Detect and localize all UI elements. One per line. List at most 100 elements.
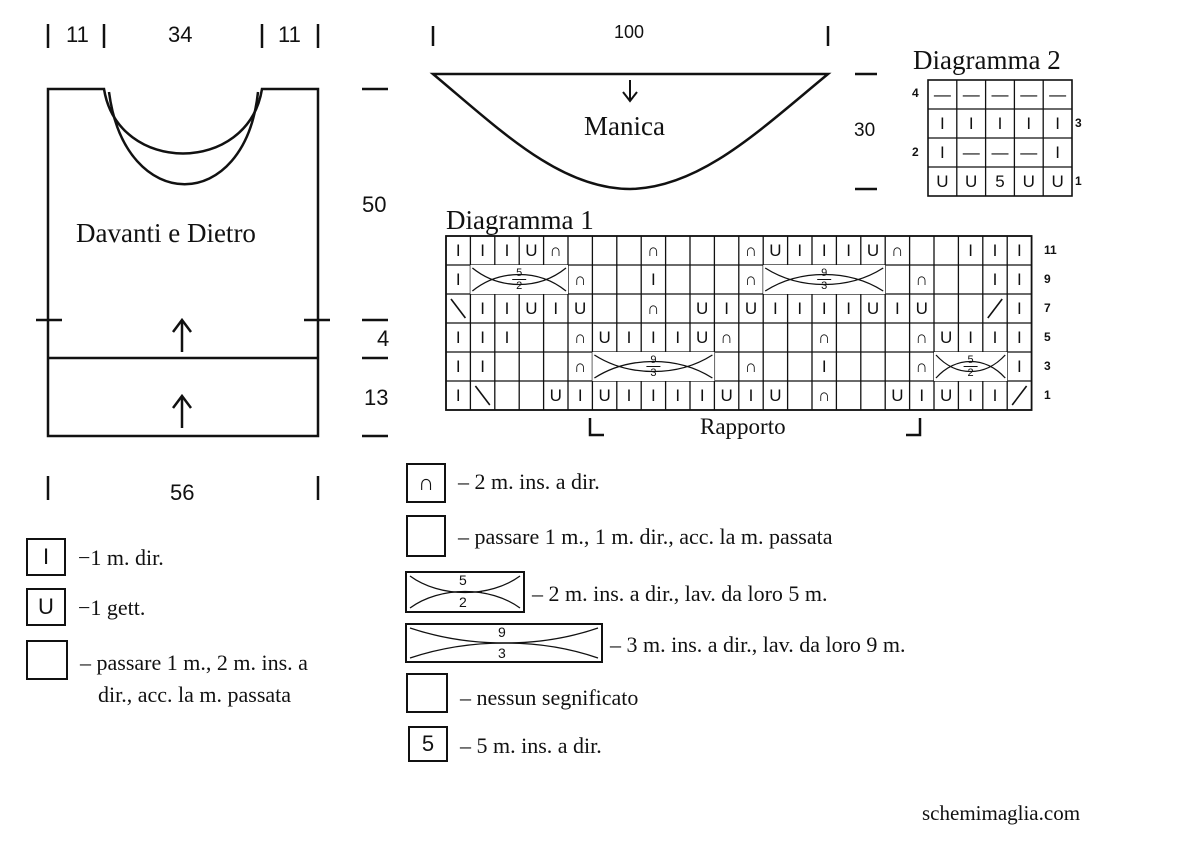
diagram1-stitch: U	[866, 298, 880, 318]
bottom-dim: 56	[170, 480, 195, 505]
diagram1-stitch: I	[651, 269, 656, 289]
diagram1-stitch: I	[651, 327, 656, 347]
diagram2-stitch: —	[1020, 84, 1038, 104]
diagram1-stitch: ∩	[647, 298, 660, 318]
diagram1-stitch: ∩	[720, 327, 733, 347]
diagram1-row-11: 11	[1044, 243, 1057, 257]
body-outline	[46, 87, 320, 438]
diagram1-stitch: I	[504, 240, 510, 260]
legend-knit-symbol: I	[26, 538, 66, 576]
diagram1-stitch: I	[1017, 269, 1022, 289]
cable-number-bottom: 3	[650, 367, 657, 379]
diagram2-stitch: —	[991, 84, 1009, 104]
sleeve-side-dim: 30	[854, 120, 876, 141]
diagram1-stitch: I	[455, 327, 461, 347]
diagram1-stitch: I	[504, 327, 510, 347]
diagram1-stitch: I	[846, 298, 851, 318]
side-dim-4: 4	[377, 326, 390, 351]
legend-skp-text: – passare 1 m., 1 m. dir., acc. la m. pa…	[458, 524, 833, 549]
diagram1-stitch: I	[626, 327, 632, 347]
top-dim-right: 11	[278, 22, 301, 47]
diagram2-stitch: 5	[995, 171, 1005, 191]
diagram1-stitch: I	[675, 385, 681, 405]
diagram1-stitch: ∩	[915, 269, 928, 289]
diagram1-stitch: U	[598, 385, 611, 405]
diagram2-stitch: I	[940, 142, 945, 162]
diagram1-title: Diagramma 1	[446, 205, 597, 235]
sleeve-outline	[429, 72, 832, 191]
legend-slash-text-2: dir., acc. la m. passata	[98, 682, 292, 707]
sleeve-label: Manica	[584, 111, 665, 141]
diagram2-row-2: 2	[912, 145, 919, 159]
diagram1-stitch: I	[919, 385, 925, 405]
legend-k2tog-text: – 2 m. ins. a dir.	[458, 469, 600, 494]
diagram1-stitch: U	[549, 385, 562, 405]
diagram1-stitch: ∩	[574, 269, 587, 289]
diagram2-stitch: —	[991, 142, 1009, 162]
diagram1-stitch: I	[748, 385, 754, 405]
top-dim-center: 34	[168, 22, 193, 47]
diagram1-stitch: U	[891, 385, 904, 405]
diagram2-stitch: I	[997, 113, 1003, 133]
diagram1-stitch: I	[626, 385, 632, 405]
legend-empty-text: – nessun segnificato	[460, 685, 639, 710]
diagram2-grid	[927, 79, 1073, 197]
diagram1-stitch: U	[696, 298, 709, 318]
diagram1-stitch: ∩	[818, 385, 831, 405]
diagram1-stitch: I	[577, 385, 583, 405]
diagram2-stitch: I	[1055, 113, 1060, 133]
top-dim-left: 11	[66, 22, 89, 47]
diagram1-stitch: I	[480, 298, 485, 318]
diagram1-stitch: I	[821, 240, 827, 260]
diagram1-stitch: ∩	[574, 327, 587, 347]
side-dim-length: 50	[362, 192, 387, 217]
legend-slash-symbol	[26, 640, 68, 680]
diagram1-stitch: I	[480, 356, 485, 376]
diagram2-row-3: 3	[1075, 116, 1082, 130]
diagram1-stitch: I	[699, 385, 705, 405]
legend-five-text: – 5 m. ins. a dir.	[460, 733, 602, 758]
diagram1-stitch: I	[797, 240, 803, 260]
cable-number-top: 5	[516, 266, 523, 279]
legend-yarn-over-symbol: U	[26, 588, 66, 626]
cable-number-top: 5	[967, 353, 974, 366]
site-credit: schemimaglia.com	[922, 801, 1081, 825]
diagram1-stitch: ∩	[574, 356, 587, 376]
diagram1-stitch: ∩	[549, 240, 562, 260]
diagram1-grid	[445, 235, 1033, 411]
diagram1-stitch: U	[720, 385, 733, 405]
diagram1-stitch: I	[992, 269, 998, 289]
diagram1-stitch: U	[598, 327, 611, 347]
diagram1-stitch: I	[968, 327, 973, 347]
diagram2-stitch: I	[1026, 113, 1032, 133]
diagram1-stitch: I	[968, 240, 973, 260]
diagram1-stitch: ∩	[891, 240, 904, 260]
diagram2-row-4: 4	[912, 86, 919, 100]
diagram1-stitch: I	[846, 240, 851, 260]
neckline-back	[107, 91, 260, 186]
diagram2-stitch: U	[936, 171, 949, 191]
diagram2-stitch: I	[968, 113, 974, 133]
diagram1-stitch: I	[992, 327, 998, 347]
diagram1-stitch: I	[895, 298, 900, 318]
diagram1-stitch: U	[696, 327, 709, 347]
diagram1-stitch: U	[940, 327, 953, 347]
diagram1-stitch: I	[773, 298, 778, 318]
diagram2-stitch: —	[962, 84, 980, 104]
diagram1-stitch: U	[769, 385, 782, 405]
diagram1-stitch: I	[821, 298, 827, 318]
legend-cable5-bottom: 2	[459, 594, 467, 610]
diagram2-stitch: U	[1051, 171, 1064, 191]
diagram1-stitch: I	[504, 298, 510, 318]
diagram1-stitch: I	[797, 298, 803, 318]
diagram1-row-1: 1	[1044, 388, 1051, 402]
diagram2-row-1: 1	[1075, 174, 1082, 188]
diagram1-stitch: I	[455, 240, 461, 260]
legend-cable5-text: – 2 m. ins. a dir., lav. da loro 5 m.	[532, 581, 828, 606]
legend-cable5-box	[405, 571, 525, 613]
diagram1-stitch: ∩	[744, 240, 758, 260]
diagram2-stitch: I	[1055, 142, 1060, 162]
diagram1-stitch: I	[1017, 298, 1022, 318]
diagram1-stitch: ∩	[647, 240, 660, 260]
diagram1-stitch: I	[821, 356, 827, 376]
